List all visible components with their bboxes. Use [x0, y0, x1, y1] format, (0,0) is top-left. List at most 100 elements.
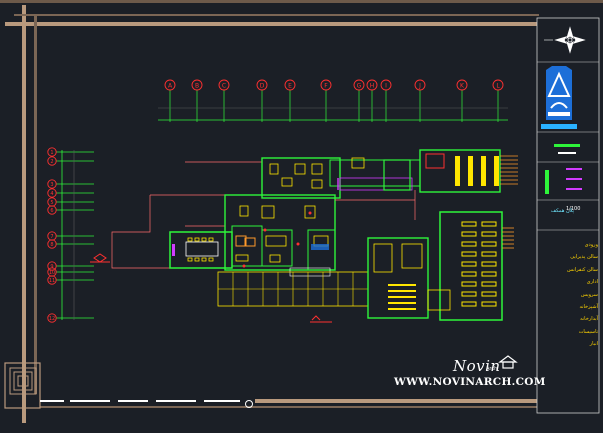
grid-bubble-row-6: 6: [47, 205, 94, 215]
dining-table: [461, 271, 477, 277]
grid-bubble-row-2: 2: [47, 156, 94, 166]
grid-bubble-row-12: 12: [47, 313, 94, 323]
grid-bubble-f: F: [320, 79, 332, 122]
grid-bubble-row-4: 4: [47, 188, 94, 198]
grid-bubble-i: I: [380, 79, 392, 122]
grid-bubble-label: 6: [50, 208, 53, 214]
grid-bubble-label: 12: [49, 316, 55, 322]
frame-corner-left: [4, 362, 41, 409]
room-legend: ورودی سالن پذیرایی سالن کنفرانس اداری سر…: [538, 242, 598, 354]
dining-table: [461, 281, 477, 287]
dining-table: [481, 271, 497, 277]
grid-bubble-label: G: [357, 83, 362, 90]
dining-table: [481, 291, 497, 297]
north-arrow-icon: [544, 26, 586, 54]
scale-label: 1/100: [566, 206, 581, 212]
staircase-icon: [500, 155, 518, 249]
watermark-brand: Novin Arch WWW.NOVINARCH.COM: [390, 355, 545, 393]
frame-band-top-inner: [5, 22, 537, 26]
grid-bubble-label: B: [195, 83, 199, 90]
grid-bubble-l: L: [492, 79, 504, 122]
legend-item: سالن کنفرانس: [567, 266, 598, 273]
grid-bubble-row-3: 3: [47, 179, 94, 189]
dining-table: [481, 261, 497, 267]
bottom-dash-strip: [40, 400, 240, 402]
dining-table: [461, 231, 477, 237]
grid-bubble-row-8: 8: [47, 239, 94, 249]
grid-bubble-e: E: [284, 79, 296, 122]
grid-bubble-row-5: 5: [47, 197, 94, 207]
grid-bubble-label: F: [324, 83, 328, 90]
grid-bubble-label: L: [496, 83, 500, 90]
grid-bubble-g: G: [353, 79, 365, 122]
legend-item: آبدارخانه: [580, 316, 598, 323]
legend-item: آشپزخانه: [579, 303, 598, 310]
brand-sub: Arch: [486, 366, 498, 372]
grid-bubble-label: 2: [50, 159, 53, 165]
grid-bubble-label: 7: [50, 234, 53, 240]
floor-plan: [90, 149, 518, 323]
grid-bubble-label: 3: [50, 182, 53, 188]
bottom-marker-icon: [245, 400, 253, 408]
grid-bubble-label: E: [288, 83, 292, 90]
grid-bubble-label: A: [168, 83, 173, 90]
entry-marker-icon: [90, 253, 110, 263]
grid-bubble-label: 11: [49, 278, 55, 284]
grid-column-axes: A B C D E F G H I J K L: [164, 79, 504, 122]
dining-table: [461, 291, 477, 297]
grid-bubble-row-11: 11: [47, 275, 94, 285]
dining-table: [461, 221, 477, 227]
ornament-icon: [9, 367, 37, 395]
dining-table: [461, 251, 477, 257]
grid-bubble-row-7: 7: [47, 231, 94, 241]
grid-bubble-row-10: 10: [47, 267, 94, 277]
dining-table: [481, 241, 497, 247]
dining-table: [481, 281, 497, 287]
dining-table: [481, 301, 497, 307]
legend-item: تاسیسات: [578, 328, 598, 335]
brand-house-icon: [498, 355, 518, 369]
grid-bubble-j: J: [414, 79, 426, 122]
grid-bubble-label: 10: [49, 270, 55, 276]
grid-bubble-label: H: [370, 83, 375, 90]
grid-bubble-label: 8: [50, 242, 53, 248]
frame-band-top-thin: [14, 14, 539, 16]
dining-table: [481, 231, 497, 237]
sheet-title: پلان همکف: [550, 208, 574, 214]
dining-table: [461, 261, 477, 267]
grid-bubble-b: B: [191, 79, 203, 122]
title-block-labels: [545, 144, 582, 194]
frame-band-bottom: [255, 399, 537, 403]
dining-table: [481, 251, 497, 257]
grid-bubble-row-1: 1: [47, 147, 94, 157]
grid-bubble-k: K: [456, 79, 468, 122]
grid-bubble-label: C: [222, 83, 226, 90]
legend-item: سالن پذیرایی: [570, 254, 598, 261]
grid-bubble-label: K: [460, 83, 465, 90]
dining-table: [461, 301, 477, 307]
brand-url[interactable]: WWW.NOVINARCH.COM: [394, 376, 546, 388]
legend-item: اداری: [586, 279, 598, 286]
grid-bubble-a: A: [164, 79, 176, 122]
grid-bubble-label: I: [385, 83, 387, 90]
grid-bubble-h: H: [366, 79, 378, 122]
grid-bubble-label: 1: [50, 150, 53, 156]
frame-band-bottom-thin: [40, 406, 537, 408]
grid-bubble-label: D: [260, 83, 265, 90]
grid-bubble-label: 9: [50, 264, 53, 270]
grid-bubble-d: D: [256, 79, 268, 122]
legend-item: ورودی: [584, 242, 598, 248]
frame-band-left: [22, 5, 26, 423]
frame-band-top: [0, 0, 603, 3]
grid-bubble-c: C: [218, 79, 230, 122]
dining-table: [481, 221, 497, 227]
title-block-frame: [536, 17, 600, 414]
grid-bubble-label: 5: [50, 200, 53, 206]
level-marker-icon: [310, 315, 332, 323]
dining-table: [461, 241, 477, 247]
legend-item: انبار: [589, 341, 598, 348]
grid-bubble-label: J: [418, 83, 421, 90]
grid-bubble-label: 4: [50, 191, 53, 197]
